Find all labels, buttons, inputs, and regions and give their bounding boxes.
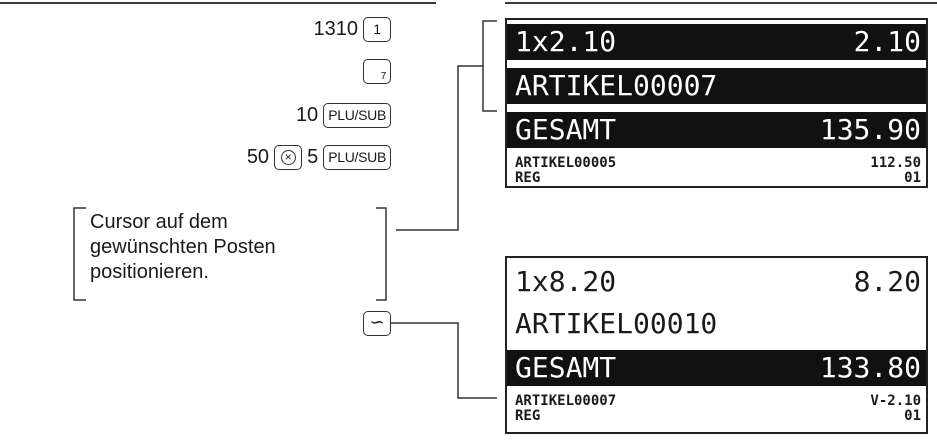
entry-number-50: 50 [246, 145, 270, 168]
display2-row-1: 1x8.20 8.20 [507, 264, 926, 300]
display1-row-5: REG 01 [507, 171, 926, 185]
instruction-note: Cursor auf dem gewünschten Posten positi… [90, 210, 276, 285]
display2-row5-right: 01 [904, 408, 921, 424]
display2-row2-left: ARTIKEL00010 [515, 307, 718, 340]
multiply-button[interactable]: × [274, 144, 303, 170]
display1-row3-right: 135.90 [819, 113, 921, 146]
dept-7-label: 7 [380, 70, 387, 82]
note-to-display1-line [396, 65, 483, 231]
display1-row3-left: GESAMT [515, 113, 617, 146]
key-line-4: 50 × 5 PLU/SUB [247, 143, 391, 171]
entry-number-5: 5 [307, 145, 319, 168]
display2-row1-left: 1x8.20 [515, 265, 617, 298]
display-1: 1x2.10 2.10 ARTIKEL00007 GESAMT 135.90 A… [505, 18, 928, 188]
display-2: 1x8.20 8.20 ARTIKEL00010 GESAMT 133.80 A… [505, 256, 928, 434]
void-key-to-display2-line [390, 322, 497, 399]
note-line-2: gewünschten Posten [90, 236, 276, 258]
display2-row1-right: 8.20 [853, 265, 921, 298]
display1-row5-right: 01 [904, 170, 921, 186]
display1-row-3: GESAMT 135.90 [507, 112, 926, 148]
key-line-1: 1310 1 [313, 15, 391, 43]
top-rule-left [0, 2, 436, 4]
display1-row5-left: REG [515, 170, 541, 186]
plu-sub-button-2[interactable]: PLU/SUB [323, 144, 391, 170]
display1-row2-left: ARTIKEL00007 [515, 69, 718, 102]
key-1-button[interactable]: 1 [363, 16, 391, 42]
display1-row-2: ARTIKEL00007 [507, 68, 926, 104]
entry-number-1310: 1310 [313, 17, 359, 40]
entry-number-10: 10 [295, 103, 319, 126]
plu-sub-button[interactable]: PLU/SUB [323, 102, 391, 128]
display1-row1-left: 1x2.10 [515, 25, 617, 58]
note-line-1: Cursor auf dem [90, 211, 228, 233]
key-line-void: ∽ [363, 309, 391, 337]
display1-row4-left: ARTIKEL00005 [515, 155, 617, 171]
multiply-icon: × [280, 149, 296, 165]
key-line-3: 10 PLU/SUB [296, 101, 391, 129]
display1-bracket [482, 20, 497, 112]
display2-row-3: GESAMT 133.80 [507, 350, 926, 386]
note-line-3: positionieren. [90, 261, 209, 283]
display1-row-1: 1x2.10 2.10 [507, 24, 926, 60]
display1-row-4: ARTIKEL00005 112.50 [507, 156, 926, 170]
note-bracket-left [73, 207, 86, 301]
display2-row4-left: ARTIKEL00007 [515, 393, 617, 409]
display2-row5-left: REG [515, 408, 541, 424]
display2-row-4: ARTIKEL00007 V-2.10 [507, 394, 926, 408]
display2-row-5: REG 01 [507, 409, 926, 423]
top-rule-right [505, 2, 937, 4]
display1-row1-right: 2.10 [853, 25, 921, 58]
display2-row4-right: V-2.10 [870, 393, 921, 409]
display1-row4-right: 112.50 [870, 155, 921, 171]
key-line-2: 7 [363, 57, 391, 85]
note-bracket-right [376, 207, 387, 301]
void-icon: ∽ [369, 311, 385, 332]
void-button[interactable]: ∽ [363, 310, 391, 336]
display2-row3-right: 133.80 [819, 351, 921, 384]
display2-row-2: ARTIKEL00010 [507, 306, 926, 342]
dept-7-button[interactable]: 7 [363, 58, 391, 84]
display2-row3-left: GESAMT [515, 351, 617, 384]
